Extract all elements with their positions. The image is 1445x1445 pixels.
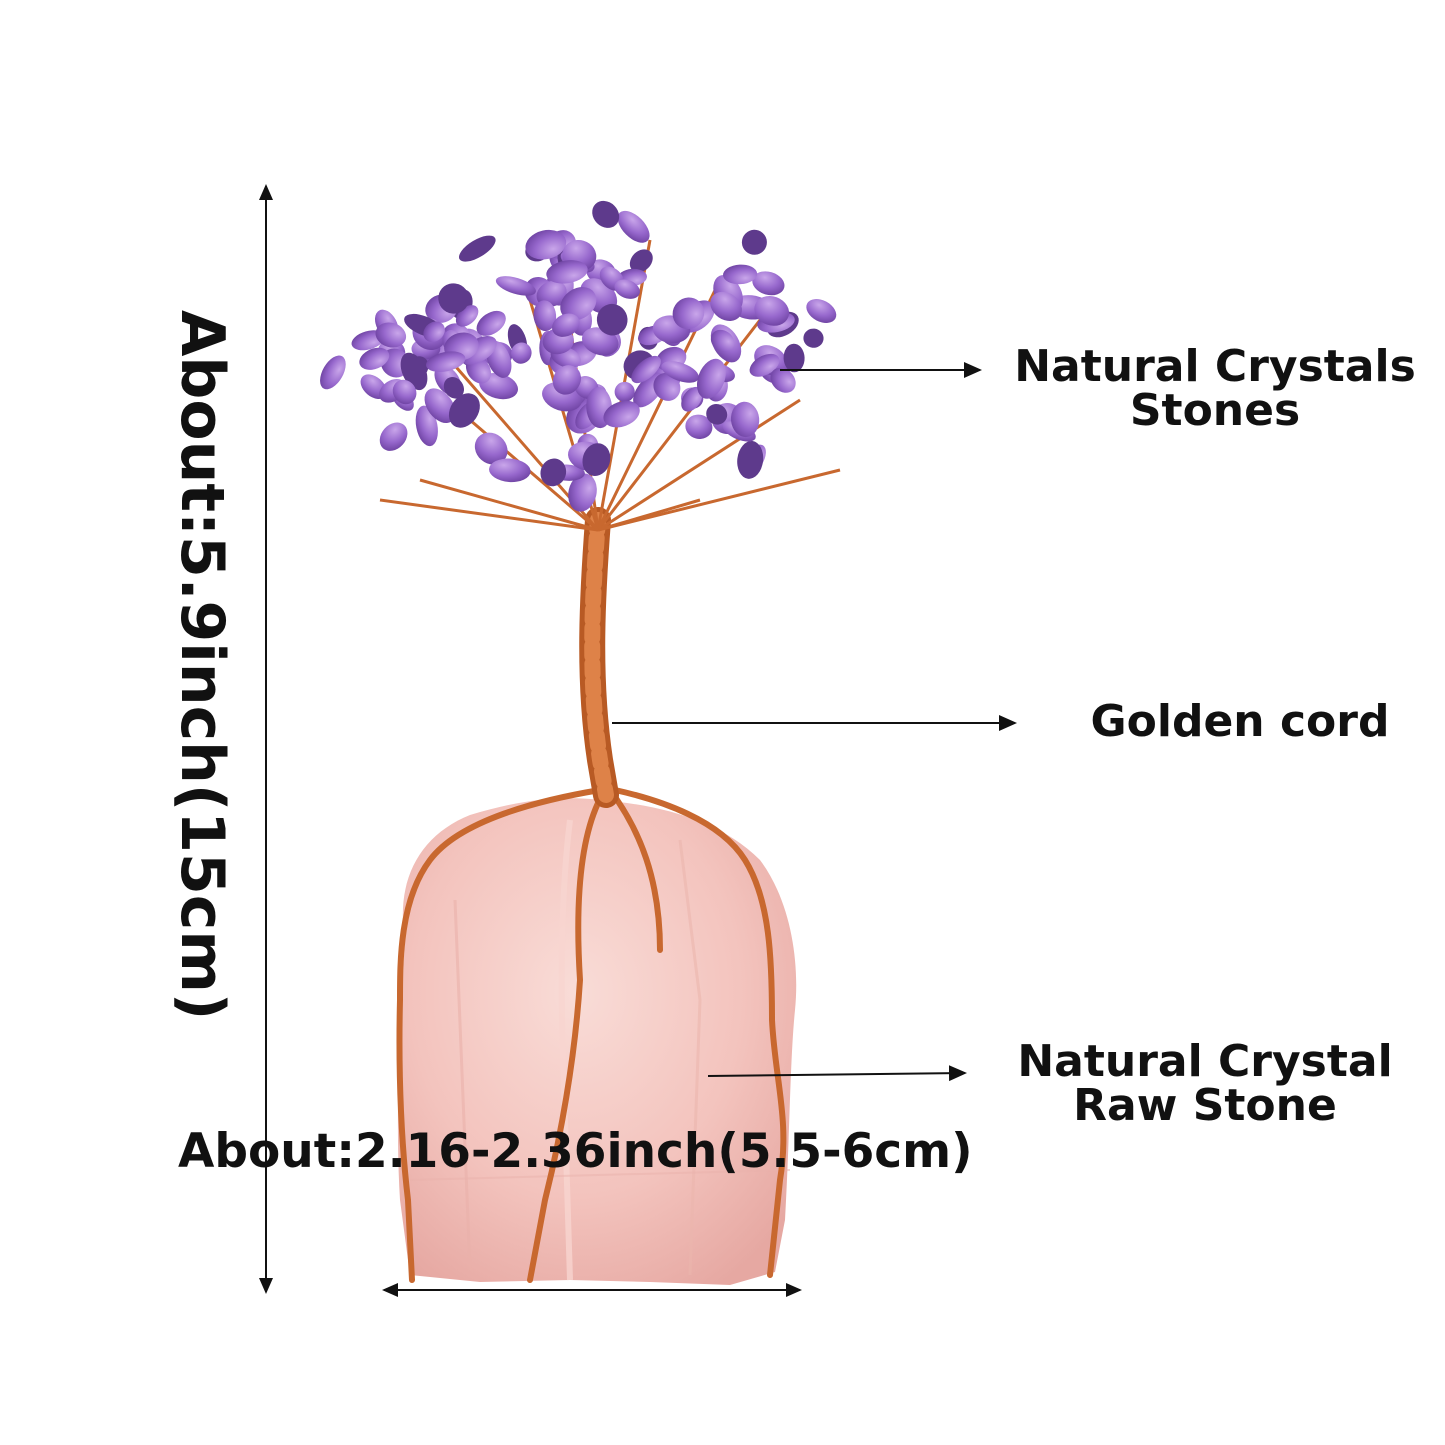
amethyst-chip: [476, 310, 506, 336]
amethyst-chip: [803, 328, 824, 348]
amethyst-chip: [582, 443, 611, 476]
amethyst-chip: [424, 388, 456, 424]
height-dimension-label: About:5.9inch(15cm): [167, 310, 237, 1021]
amethyst-chip: [540, 458, 567, 487]
amethyst-chip: [603, 400, 640, 428]
amethyst-chip: [458, 235, 496, 262]
amethyst-chip: [525, 229, 567, 260]
amethyst-chip: [783, 343, 805, 373]
amethyst-chip: [614, 279, 640, 299]
amethyst-chip: [806, 298, 837, 324]
amethyst-chip: [511, 342, 532, 364]
amethyst-chip: [443, 377, 464, 399]
amethyst-chip: [426, 351, 466, 372]
amethyst-chip: [560, 287, 597, 321]
amethyst-chip: [552, 365, 582, 395]
amethyst-chip: [710, 329, 735, 353]
amethyst-chip: [423, 321, 445, 342]
amethyst-chip: [614, 381, 635, 402]
amethyst-chip: [379, 422, 408, 451]
amethyst-chip: [546, 260, 588, 284]
amethyst-chip: [489, 458, 531, 483]
amethyst-chip: [359, 347, 390, 370]
amethyst-chip: [596, 303, 628, 336]
height-dimension-line: [259, 184, 273, 1294]
amethyst-chip: [375, 322, 407, 348]
width-dimension-label: About:2.16-2.36inch(5.5-6cm): [178, 1124, 973, 1179]
copper-wire-wrap: [396, 787, 787, 1283]
callout-line-1: Natural Crystal: [1017, 1036, 1393, 1087]
amethyst-chip: [631, 355, 661, 384]
amethyst-chip: [592, 200, 620, 228]
amethyst-chip: [438, 283, 469, 314]
amethyst-chip: [706, 403, 728, 425]
callout-line-raw-stone: [707, 1065, 967, 1082]
amethyst-chip: [696, 358, 726, 399]
callout-line-1: Golden cord: [1090, 696, 1390, 747]
width-dimension-line: [382, 1283, 802, 1297]
amethyst-chip: [754, 295, 790, 326]
amethyst-chip: [392, 379, 417, 405]
callout-line-1: Natural Crystals: [1014, 341, 1416, 392]
amethyst-chip: [723, 264, 758, 285]
amethyst-chip: [552, 313, 580, 337]
amethyst-chip: [741, 229, 767, 255]
amethyst-chip: [685, 414, 713, 439]
callout-line-2: Stones: [1129, 385, 1301, 436]
amethyst-chip: [568, 473, 597, 512]
amethyst-chip: [320, 355, 346, 390]
amethyst-chip: [770, 367, 796, 393]
amethyst-chip: [752, 271, 785, 296]
amethyst-chip: [474, 432, 508, 465]
amethyst-chip: [681, 386, 703, 412]
amethyst-chip: [448, 393, 480, 428]
amethyst-chip: [653, 372, 681, 401]
amethyst-chip: [730, 401, 760, 438]
amethyst-chip: [661, 361, 699, 383]
amethyst-chip: [629, 249, 653, 273]
amethyst-chip: [710, 291, 742, 321]
callout-natural-crystals-stones: Natural Crystals Stones: [995, 345, 1435, 433]
callout-line-2: Raw Stone: [1073, 1080, 1337, 1131]
amethyst-crystal-canopy: [320, 200, 837, 512]
callout-golden-cord: Golden cord: [1055, 700, 1425, 744]
callout-natural-crystal-raw-stone: Natural Crystal Raw Stone: [990, 1040, 1420, 1128]
amethyst-chip: [617, 210, 650, 243]
amethyst-chip: [737, 440, 764, 479]
amethyst-chip: [495, 276, 536, 296]
rose-quartz-base: [397, 798, 797, 1285]
golden-cord-trunk: [579, 507, 619, 808]
amethyst-chip: [749, 353, 780, 377]
amethyst-chip: [672, 297, 705, 330]
amethyst-chip: [533, 300, 557, 332]
